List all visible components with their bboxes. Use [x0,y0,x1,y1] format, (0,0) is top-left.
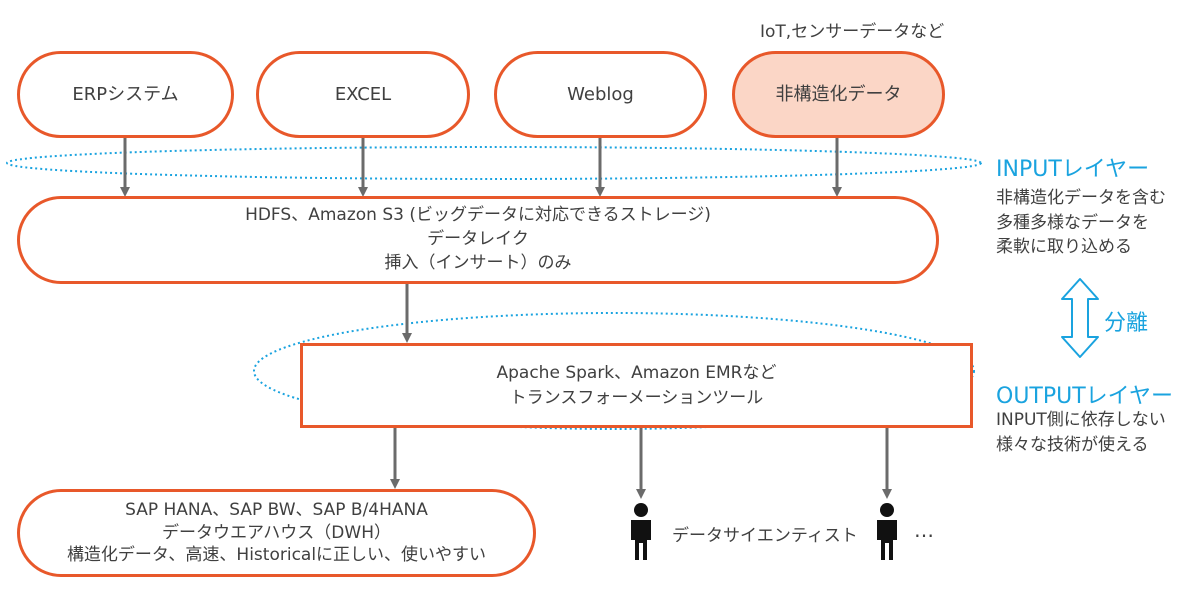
datalake-title: データレイク [427,229,529,250]
source-weblog: Weblog [494,51,707,138]
source-unstructured-data: 非構造化データ [732,51,945,138]
source-unstructured-label: 非構造化データ [775,83,902,105]
output-layer-title: OUTPUTレイヤー [996,384,1174,409]
output-layer-ellipse [253,312,975,430]
transform-title: トランスフォーメーションツール [509,387,764,408]
input-layer-desc-line: 非構造化データを含む [996,188,1166,208]
source-excel-label: EXCEL [334,83,392,105]
person-icon [877,503,897,560]
datalake-box: HDFS、Amazon S3 (ビッグデータに対応できるストレージ) データレイ… [17,196,939,284]
more-consumers-ellipsis: … [914,518,936,542]
output-layer-desc-line: INPUT側に依存しない [996,410,1166,430]
person-icon [631,503,651,560]
output-layer-desc-line: 様々な技術が使える [996,434,1149,455]
iot-annotation: IoT,センサーデータなど [760,22,945,42]
transformation-box: Apache Spark、Amazon EMRなど トランスフォーメーションツー… [300,343,973,428]
separation-double-arrow [1061,278,1099,358]
input-layer-desc-line: 多種多様なデータを [996,212,1149,233]
datalake-insert-only: 挿入（インサート）のみ [384,252,572,273]
separation-label: 分離 [1104,311,1149,336]
source-erp-label: ERPシステム [72,83,179,105]
input-layer-desc-line: 柔軟に取り込める [996,237,1132,258]
datalake-storage-label: HDFS、Amazon S3 (ビッグデータに対応できるストレージ) [245,205,711,226]
data-scientist-label: データサイエンティスト [672,526,858,546]
input-layer-description: 非構造化データを含む 多種多様なデータを 柔軟に取り込める [996,186,1166,260]
dwh-box: SAP HANA、SAP BW、SAP B/4HANA データウエアハウス（DW… [17,489,536,577]
source-weblog-label: Weblog [567,83,634,105]
source-excel: EXCEL [256,51,470,138]
input-layer-ellipse [6,146,982,180]
dwh-title: データウエアハウス（DWH） [161,522,391,543]
output-layer-description: INPUT側に依存しない 様々な技術が使える [996,408,1166,457]
input-layer-title: INPUTレイヤー [996,157,1150,182]
dwh-products-label: SAP HANA、SAP BW、SAP B/4HANA [125,499,428,520]
dwh-features: 構造化データ、高速、Historicalに正しい、使いやすい [66,545,487,566]
source-erp: ERPシステム [17,51,234,138]
transform-tools-label: Apache Spark、Amazon EMRなど [496,362,777,383]
